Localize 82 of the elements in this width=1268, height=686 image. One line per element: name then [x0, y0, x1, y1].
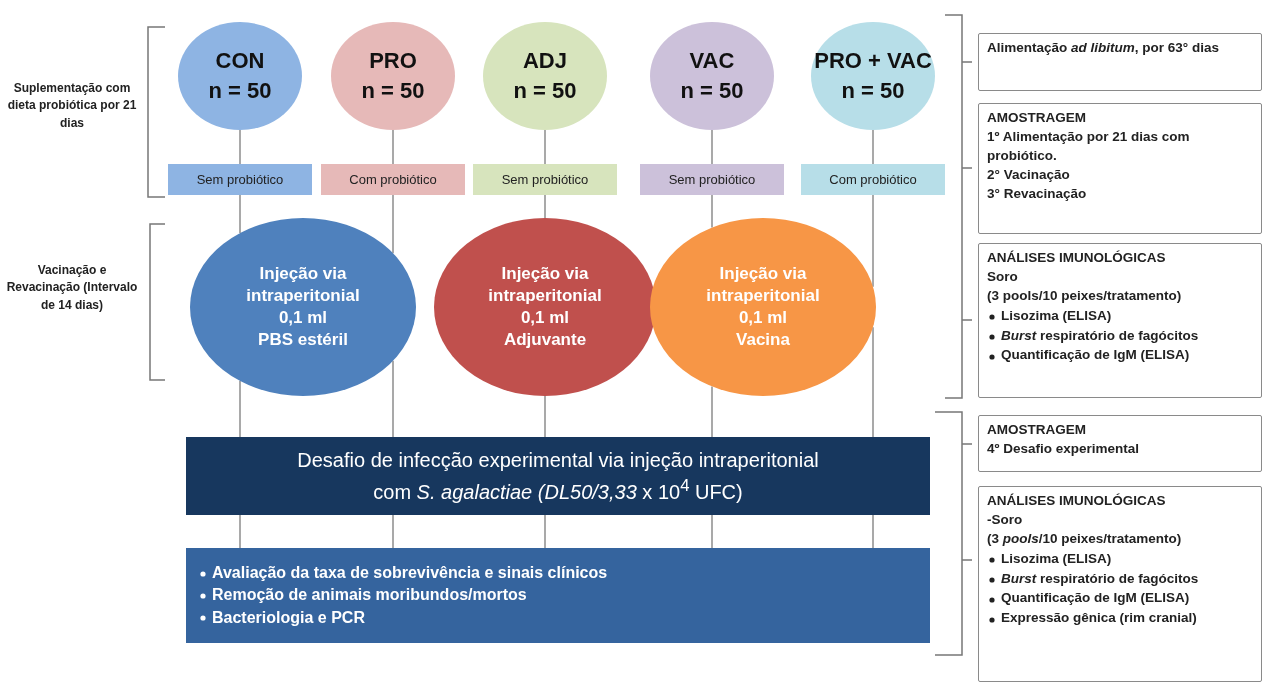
challenge-box: [186, 437, 930, 515]
connector-line: [544, 395, 546, 438]
connector-line: [392, 360, 394, 438]
connector-line: [711, 514, 713, 549]
connector-line: [239, 129, 241, 165]
connector-line: [711, 385, 713, 438]
diet-tag: [640, 164, 784, 195]
injection-text: Injeção via intraperitonial: [487, 262, 603, 307]
connector-line: [544, 194, 546, 219]
connector-line: [239, 380, 241, 438]
group-label: PRO: [369, 47, 417, 76]
group-label: PRO + VAC: [814, 47, 932, 76]
connector-line: [711, 129, 713, 165]
info-text: 3° Revacinação: [987, 184, 1087, 203]
connector-line: [711, 194, 713, 229]
info-text: Alimentação ad libitum, por 63° dias: [987, 39, 1219, 57]
info-text: AMOSTRAGEM: [987, 421, 1086, 439]
bullet-text: Expressão gênica (rim cranial): [1001, 610, 1197, 626]
info-box: [978, 486, 1262, 682]
diet-tag: [473, 164, 617, 195]
bullet-text: Quantificação de IgM (ELISA): [1001, 590, 1190, 606]
group-label: CON: [215, 47, 265, 76]
injection-text: Vacina: [736, 329, 790, 352]
group-label: VAC: [689, 47, 735, 76]
challenge-text: Desafio de infecção experimental via injeção intraperitonial com S. agalactiae (DL50/3,33 x 10$^{4}$ UFC): [296, 448, 820, 505]
group-label: n = 50: [513, 77, 577, 105]
group-label: n = 50: [841, 77, 905, 105]
diet-tag: [801, 164, 945, 195]
info-text: ANÁLISES IMUNOLÓGICAS: [987, 492, 1166, 510]
info-text: AMOSTRAGEM: [987, 109, 1086, 127]
injection-text: Injeção via intraperitonial: [245, 262, 361, 307]
phase-label: Suplementação com dieta probiótica por 21 dias: [6, 80, 138, 132]
diet-label: Com probiótico: [829, 172, 917, 187]
bullet-text: Burst respiratório de fagócitos: [1001, 570, 1199, 586]
group-label: n = 50: [361, 77, 425, 105]
bullet-text: Avaliação da taxa de sobrevivência e sinais clínicos: [212, 563, 608, 581]
connector-line: [544, 129, 546, 165]
info-text: Soro: [987, 267, 1018, 286]
info-box: [978, 243, 1262, 398]
connector-line: [872, 514, 874, 549]
injection-text: Adjuvante: [503, 329, 587, 352]
bullet-text: Bacteriologia e PCR: [212, 608, 365, 626]
injection-text: Injeção via intraperitonial: [705, 262, 821, 307]
info-text: 2° Vacinação: [987, 165, 1070, 184]
injection-text: PBS estéril: [258, 329, 348, 352]
bullet-text: Burst respiratório de fagócitos: [1001, 327, 1199, 343]
info-box: [978, 103, 1262, 234]
connector-line: [392, 514, 394, 549]
info-text: (3 pools/10 peixes/tratamento): [987, 529, 1182, 548]
bullet-text: Remoção de animais moribundos/mortos: [212, 586, 527, 604]
group-label: n = 50: [680, 77, 744, 105]
bullet-text: Lisozima (ELISA): [1001, 550, 1112, 566]
injection-text: 0,1 ml: [278, 307, 328, 329]
connector-line: [872, 326, 874, 438]
connector-line: [872, 194, 874, 288]
connector-line: [392, 194, 394, 254]
connector-line: [239, 194, 241, 234]
connector-line: [239, 514, 241, 549]
diet-tag: [168, 164, 312, 195]
info-text: ANÁLISES IMUNOLÓGICAS: [987, 249, 1166, 267]
bullet-text: Lisozima (ELISA): [1001, 307, 1112, 323]
diet-label: Sem probiótico: [501, 172, 589, 187]
group-label: n = 50: [208, 77, 272, 105]
diet-tag: [321, 164, 465, 195]
connector-line: [872, 129, 874, 165]
info-box: [978, 33, 1262, 91]
group-label: ADJ: [523, 47, 567, 76]
diet-label: Sem probiótico: [668, 172, 756, 187]
info-text: 1º Alimentação por 21 dias com probiótico.: [987, 127, 1191, 165]
info-text: -Soro: [987, 510, 1023, 529]
bullet-text: Quantificação de IgM (ELISA): [1001, 347, 1190, 363]
evaluation-box: [186, 548, 930, 643]
injection-text: 0,1 ml: [738, 307, 788, 329]
diet-label: Com probiótico: [349, 172, 437, 187]
diet-label: Sem probiótico: [196, 172, 284, 187]
connector-line: [392, 129, 394, 165]
info-text: (3 pools/10 peixes/tratamento): [987, 286, 1182, 305]
connector-line: [544, 514, 546, 549]
injection-text: 0,1 ml: [520, 307, 570, 329]
phase-label: Vacinação e Revacinação (Intervalo de 14 dias): [5, 262, 139, 314]
info-box: [978, 415, 1262, 472]
info-text: 4º Desafio experimental: [987, 439, 1139, 458]
